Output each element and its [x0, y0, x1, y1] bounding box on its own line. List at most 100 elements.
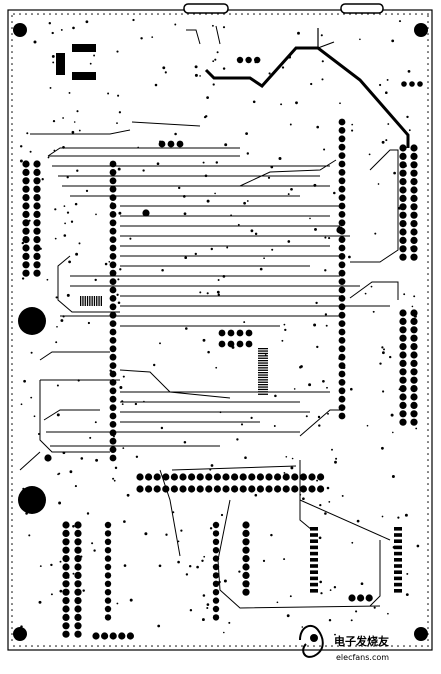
via [164, 71, 167, 74]
connector-pin [86, 296, 89, 306]
via [392, 545, 396, 549]
pad [291, 485, 299, 493]
edge-dot [11, 513, 13, 515]
edge-dot [11, 159, 13, 161]
pad [410, 152, 418, 160]
pad [188, 485, 196, 493]
via [209, 468, 212, 471]
via [238, 570, 241, 573]
pad [179, 485, 187, 493]
pad [22, 219, 30, 227]
via [290, 187, 293, 191]
via [276, 601, 279, 604]
pad [33, 210, 41, 218]
pad [212, 530, 220, 537]
edge-dot [295, 13, 297, 15]
pad [308, 473, 316, 481]
pad [338, 311, 346, 319]
smd-pad [310, 582, 318, 587]
via [33, 40, 37, 44]
edge-dot [271, 13, 273, 15]
edge-dot [11, 69, 13, 71]
edge-dot [11, 465, 13, 467]
edge-dot [11, 597, 13, 599]
edge-dot [361, 645, 363, 647]
via [283, 323, 286, 326]
pad [74, 546, 82, 554]
pad [338, 278, 346, 285]
via [20, 625, 23, 628]
via [350, 387, 353, 391]
smd-pad [310, 558, 318, 562]
via [289, 123, 292, 126]
top-connector-right [340, 3, 384, 14]
edge-dot [11, 189, 13, 191]
edge-dot [427, 399, 429, 401]
pad [212, 555, 220, 562]
edge-dot [11, 345, 13, 347]
top-connector-left [183, 3, 229, 14]
edge-dot [11, 453, 13, 455]
signal-trace [43, 409, 100, 421]
edge-dot [11, 177, 13, 179]
via [72, 26, 75, 30]
via [313, 323, 317, 327]
via [70, 220, 74, 223]
edge-dot [313, 645, 315, 647]
via [383, 348, 385, 351]
pad [410, 161, 418, 169]
pad [109, 295, 117, 302]
via [108, 260, 111, 263]
edge-dot [157, 645, 159, 647]
via [316, 479, 319, 482]
edge-dot [427, 69, 429, 71]
edge-dot [409, 645, 411, 647]
via [222, 631, 225, 634]
via [214, 192, 216, 195]
pad [109, 177, 117, 185]
via [38, 600, 42, 604]
pad [248, 473, 256, 481]
pad [74, 571, 82, 580]
via [244, 456, 247, 459]
via [268, 72, 271, 75]
via [403, 164, 407, 168]
edge-dot [11, 585, 13, 587]
via [30, 396, 33, 399]
pad [205, 473, 213, 481]
pad [109, 446, 117, 453]
via [216, 51, 219, 54]
pad [245, 56, 252, 64]
pad [410, 211, 418, 219]
via [161, 269, 164, 272]
edge-dot [11, 525, 13, 527]
via [220, 513, 224, 517]
via [291, 457, 294, 460]
edge-dot [253, 13, 255, 15]
via [93, 54, 96, 57]
edge-dot [211, 645, 213, 647]
edge-dot [337, 645, 339, 647]
via [412, 422, 416, 426]
pad [410, 368, 418, 376]
pad [410, 253, 418, 261]
via [72, 525, 75, 528]
via [66, 211, 70, 214]
via [159, 140, 162, 143]
pad [33, 219, 41, 227]
edge-dot [11, 555, 13, 557]
pad [74, 588, 82, 596]
pad [62, 538, 70, 546]
pad [212, 605, 220, 613]
pad [109, 286, 117, 294]
pad [410, 359, 418, 367]
edge-dot [427, 447, 429, 449]
via [319, 580, 323, 584]
edge-dot [11, 507, 13, 509]
via [112, 477, 115, 480]
via [278, 157, 282, 160]
via [157, 624, 161, 628]
via [53, 149, 56, 152]
via [23, 379, 26, 383]
edge-dot [427, 441, 429, 443]
